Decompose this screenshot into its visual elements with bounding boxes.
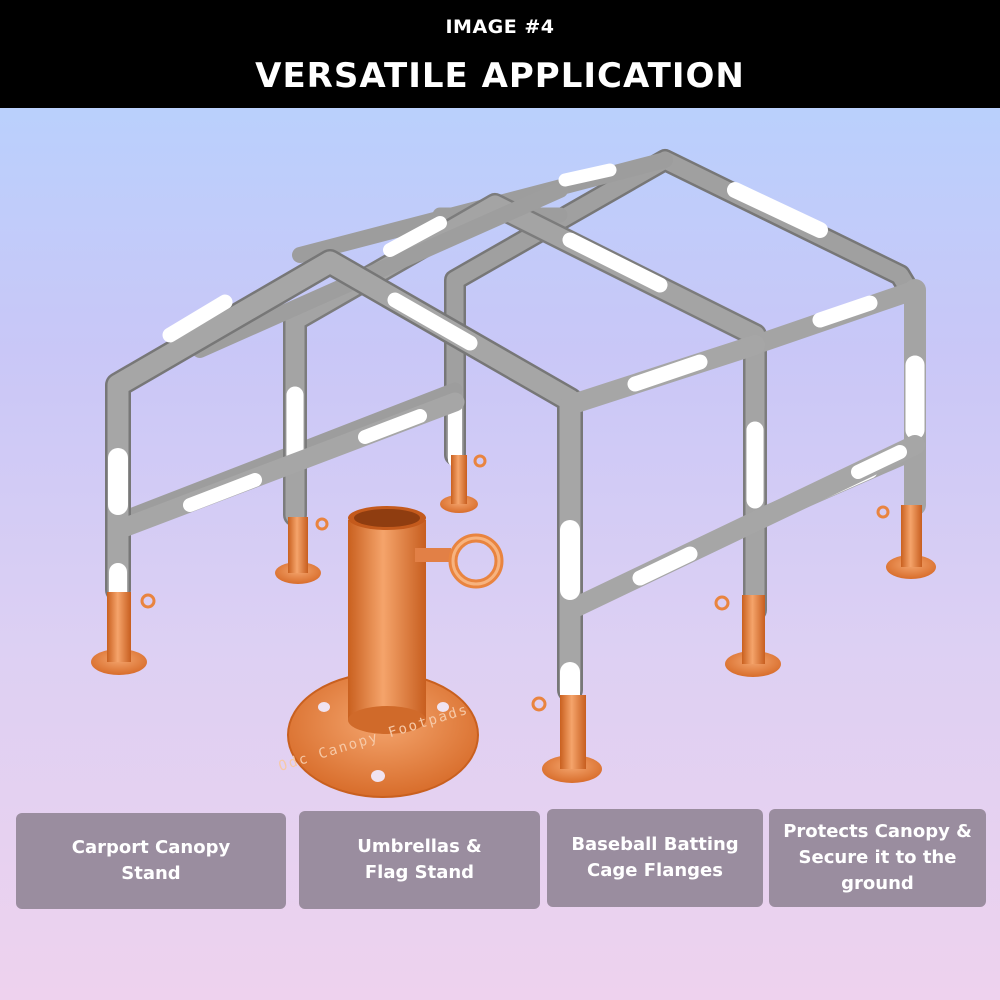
header-banner: IMAGE #4 VERSATILE APPLICATION — [0, 0, 1000, 108]
featured-flange — [287, 506, 504, 798]
foot-back-left — [440, 454, 487, 513]
flange-feet — [91, 454, 936, 783]
card-label: Protects Canopy & Secure it to the groun… — [783, 821, 972, 894]
canopy-frame-illustration: Odc Canopy Footpads — [91, 149, 936, 798]
foot-front-right — [531, 695, 602, 783]
frame-front — [105, 249, 925, 705]
card-umbrellas-flag-stand: Umbrellas & Flag Stand — [299, 811, 540, 909]
card-label: Baseball Batting Cage Flanges — [571, 834, 739, 881]
foot-back-right — [876, 505, 936, 579]
foot-mid-left — [275, 517, 329, 584]
card-label: Carport Canopy Stand — [71, 837, 231, 884]
card-baseball-batting-cage: Baseball Batting Cage Flanges — [547, 809, 763, 907]
page-title: VERSATILE APPLICATION — [255, 56, 745, 96]
card-label: Umbrellas & Flag Stand — [357, 836, 482, 883]
card-protects-canopy: Protects Canopy & Secure it to the groun… — [769, 809, 986, 907]
foot-mid-right — [714, 595, 781, 677]
card-carport-canopy-stand: Carport Canopy Stand — [16, 813, 286, 909]
image-number-label: IMAGE #4 — [445, 16, 555, 38]
foot-front-left — [91, 592, 156, 675]
